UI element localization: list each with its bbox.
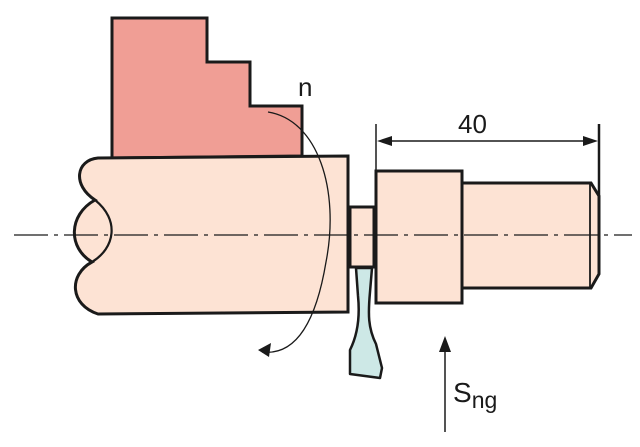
rotation-arrow — [261, 111, 331, 353]
feed-label-sub: ng — [472, 387, 498, 413]
shoulder-step — [374, 169, 464, 305]
dimension-label: 40 — [458, 109, 487, 139]
feed-label-main: S — [453, 377, 472, 408]
dimension-arrow-right — [583, 136, 598, 146]
dimension-arrow-left — [377, 136, 392, 146]
workpiece-body — [72, 154, 350, 316]
break-line — [91, 199, 113, 263]
feed-arrowhead — [439, 336, 451, 352]
chuck-jaw — [110, 16, 304, 160]
feed-label: Sng — [453, 377, 497, 413]
rotation-arrowhead — [258, 343, 271, 357]
parting-tool — [348, 266, 384, 380]
parting-groove — [348, 205, 376, 269]
speed-label: n — [298, 72, 312, 102]
